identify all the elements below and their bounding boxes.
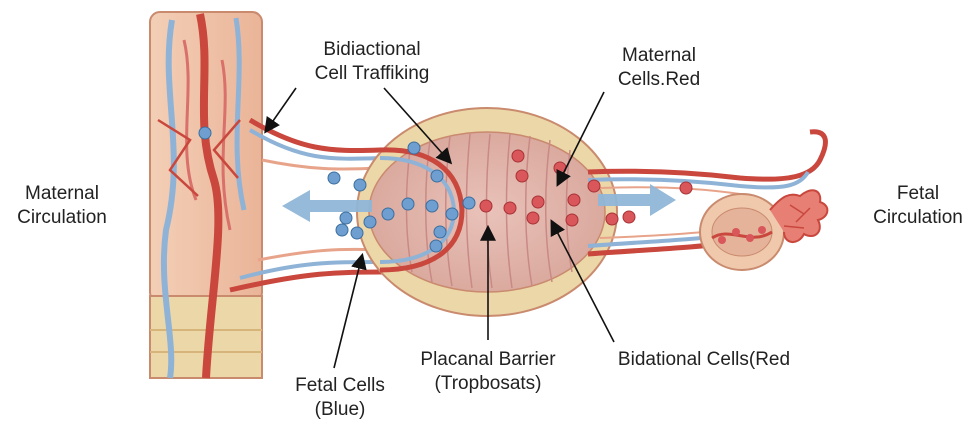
bidirectional-cells-label: Bidational Cells(Red [600, 348, 808, 372]
fetal-cell [426, 200, 438, 212]
maternal-cells-label: Maternal Cells.Red [604, 44, 714, 92]
fetal-cell [402, 198, 414, 210]
fetal-cell [364, 216, 376, 228]
maternal-cell [606, 213, 618, 225]
fetal-cell [336, 224, 348, 236]
maternal-cell [480, 200, 492, 212]
fetal-cell [463, 197, 475, 209]
fetal-cell [351, 227, 363, 239]
maternal-cell [516, 170, 528, 182]
fetal-cell [430, 240, 442, 252]
fetal-villus [700, 190, 827, 270]
maternal-cell [527, 212, 539, 224]
maternal-cell [588, 180, 600, 192]
maternal-tissue-column [150, 12, 262, 378]
maternal-cell [532, 196, 544, 208]
fetal-circulation-label: Fetal Circulation [864, 182, 972, 230]
fetal-cells-label: Fetal Cells (Blue) [286, 374, 394, 422]
leader-trafficking-left [266, 88, 296, 131]
fetal-cell [328, 172, 340, 184]
maternal-cell [512, 150, 524, 162]
maternal-cell [566, 214, 578, 226]
fetal-cell [434, 226, 446, 238]
fetal-cell [382, 208, 394, 220]
maternal-cell [623, 211, 635, 223]
fetal-cell [354, 179, 366, 191]
maternal-circulation-label: Maternal Circulation [6, 182, 118, 230]
fetal-cell [446, 208, 458, 220]
bidirectional-trafficking-label: Bidiactional Cell Traffiking [300, 38, 444, 86]
fetal-cell [340, 212, 352, 224]
fetal-cell [408, 142, 420, 154]
maternal-cell [568, 194, 580, 206]
placental-barrier-label: Placanal Barrier (Tropbosats) [406, 348, 570, 396]
fetal-cell [431, 170, 443, 182]
maternal-cell [504, 202, 516, 214]
maternal-cell [680, 182, 692, 194]
